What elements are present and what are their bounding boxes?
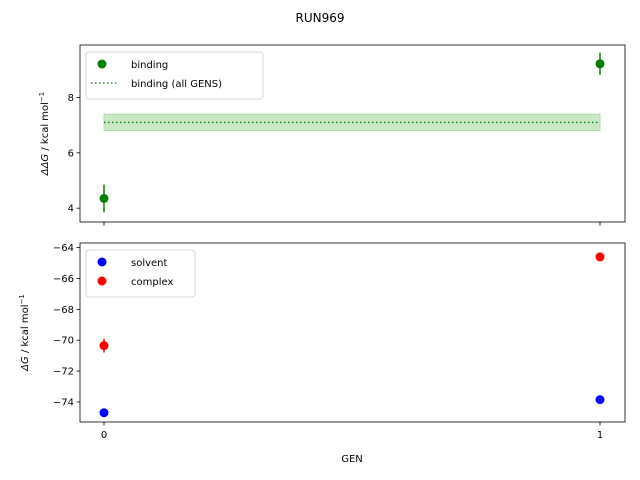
y-axis-label-unit: / kcal mol xyxy=(20,304,31,356)
y-tick-label: −68 xyxy=(53,305,74,316)
data-point-solvent xyxy=(595,395,605,405)
y-tick-label: −72 xyxy=(53,367,74,378)
y-tick-label: −74 xyxy=(53,397,74,408)
legend-label: binding xyxy=(131,60,168,71)
y-axis-label-main: ΔΔG xyxy=(40,154,51,177)
legend-label: solvent xyxy=(131,258,168,269)
y-axis-label: ΔG / kcal mol−1 xyxy=(18,294,31,372)
axes-frame xyxy=(79,44,626,223)
y-axis-label-exponent: −1 xyxy=(38,92,46,102)
legend-marker xyxy=(97,59,107,69)
data-point-complex xyxy=(595,252,605,262)
data-point-binding xyxy=(99,193,109,203)
data-point-solvent xyxy=(99,408,109,418)
x-tick-label: 1 xyxy=(597,430,603,441)
y-axis-label-exponent: −1 xyxy=(18,294,26,304)
panel-1: −74 −72 −70 −68 −66 −64 0 1 ΔG / kcal mol−1 solve… xyxy=(18,242,626,441)
data-point-complex xyxy=(99,341,109,351)
x-tick-label: 0 xyxy=(101,430,107,441)
y-tick-label: −64 xyxy=(53,243,74,254)
y-axis-label-main: ΔG xyxy=(20,356,31,372)
y-axis-label: ΔΔG / kcal mol−1 xyxy=(38,92,51,177)
y-axis-label-unit: / kcal mol xyxy=(40,102,51,154)
legend-box xyxy=(85,51,264,100)
axes-frame xyxy=(79,242,626,423)
y-tick-label: −66 xyxy=(53,274,74,285)
figure-title: RUN969 xyxy=(295,11,344,25)
y-tick-label: 8 xyxy=(68,93,74,104)
legend-box xyxy=(85,249,196,298)
legend-label: binding (all GENS) xyxy=(131,79,222,90)
legend-marker xyxy=(97,276,107,286)
data-point-binding xyxy=(595,59,605,69)
legend-marker xyxy=(97,257,107,267)
y-tick-label: 6 xyxy=(68,148,74,159)
legend-label: complex xyxy=(131,277,173,288)
y-tick-label: −70 xyxy=(53,336,74,347)
y-tick-label: 4 xyxy=(68,204,74,215)
legend: solvent complex xyxy=(85,249,196,298)
x-axis-label: GEN xyxy=(341,454,363,465)
legend: binding binding (all GENS) xyxy=(85,51,264,100)
